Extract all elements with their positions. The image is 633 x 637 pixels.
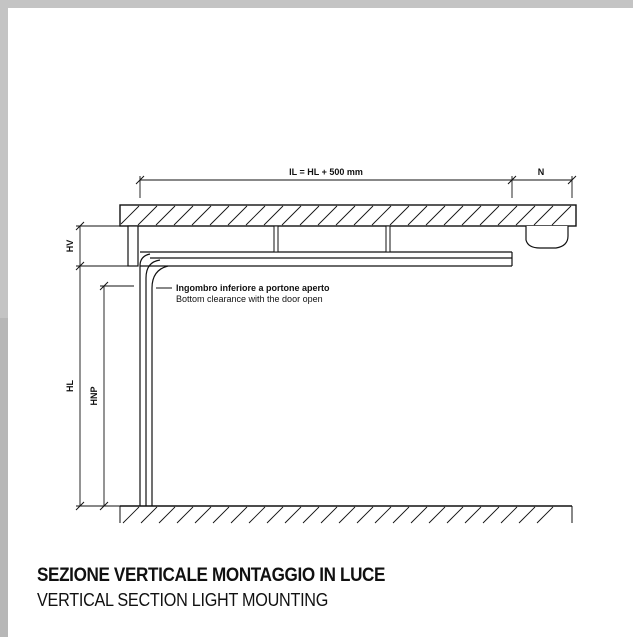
- ceiling-slab: [119, 204, 577, 227]
- hatch-line: [299, 205, 320, 226]
- left-frame-bar-lower: [0, 318, 8, 637]
- hnp-label: HNP: [89, 386, 99, 405]
- lintel: [127, 225, 139, 267]
- hatch-line: [158, 506, 176, 524]
- hatch-line: [500, 506, 518, 524]
- hatch-line: [191, 205, 212, 226]
- hatch-line: [140, 506, 158, 524]
- hatch-line: [227, 205, 248, 226]
- hatch-line: [120, 205, 140, 225]
- hatch-line: [284, 506, 302, 524]
- floor-slab: [119, 505, 573, 524]
- hatch-line: [353, 205, 374, 226]
- top-frame-bar: [0, 0, 633, 8]
- hatch-line: [515, 205, 536, 226]
- hatch-line: [335, 205, 356, 226]
- dimension-hnp: HNP: [89, 281, 134, 511]
- hatch-line: [425, 205, 446, 226]
- hatch-line: [155, 205, 176, 226]
- clearance-note: Ingombro inferiore a portone aperto Bott…: [156, 283, 330, 304]
- n-label: N: [538, 167, 545, 177]
- dimension-n: N: [512, 167, 577, 198]
- hatch-line: [410, 506, 428, 524]
- hatch-line: [266, 506, 284, 524]
- hatch-line: [230, 506, 248, 524]
- hatch-line: [137, 205, 158, 226]
- hatch-line: [443, 205, 464, 226]
- hatch-line: [302, 506, 320, 524]
- hatch-line: [176, 506, 194, 524]
- hatch-line: [122, 506, 140, 524]
- note-subtitle: Bottom clearance with the door open: [176, 294, 323, 304]
- hatch-line: [338, 506, 356, 524]
- hatch-line: [371, 205, 392, 226]
- caption: SEZIONE VERTICALE MONTAGGIO IN LUCE VERT…: [37, 565, 424, 611]
- hatch-line: [281, 205, 302, 226]
- hv-label: HV: [65, 240, 75, 253]
- hatch-line: [482, 506, 500, 524]
- horizontal-track: [140, 251, 513, 267]
- track-hangers: [273, 225, 391, 253]
- hatch-line: [461, 205, 482, 226]
- hatch-line: [320, 506, 338, 524]
- hatch-line: [194, 506, 212, 524]
- hatch-line: [407, 205, 428, 226]
- il-label: IL = HL + 500 mm: [289, 167, 363, 177]
- hatch-line: [374, 506, 392, 524]
- hatch-line: [209, 205, 230, 226]
- hatch-line: [263, 205, 284, 226]
- hatch-line: [551, 205, 572, 226]
- hatch-line: [173, 205, 194, 226]
- hatch-line: [212, 506, 230, 524]
- hatch-line: [245, 205, 266, 226]
- hatch-line: [389, 205, 410, 226]
- hatch-line: [356, 506, 374, 524]
- caption-title: SEZIONE VERTICALE MONTAGGIO IN LUCE: [37, 565, 386, 586]
- hatch-line: [392, 506, 410, 524]
- dimension-hl: HL: [65, 266, 120, 511]
- hatch-line: [317, 205, 338, 226]
- hatch-line: [533, 205, 554, 226]
- hatch-line: [446, 506, 464, 524]
- hatch-line: [248, 506, 266, 524]
- hatch-line: [479, 205, 500, 226]
- hatch-line: [464, 506, 482, 524]
- dimension-hv: HV: [65, 221, 128, 271]
- vertical-track: [139, 253, 169, 506]
- hl-label: HL: [65, 380, 75, 392]
- hatch-line: [428, 506, 446, 524]
- hatch-line: [536, 506, 554, 524]
- hatch-line: [518, 506, 536, 524]
- note-title: Ingombro inferiore a portone aperto: [176, 283, 330, 293]
- dimension-il: IL = HL + 500 mm: [135, 167, 517, 198]
- hatch-line: [497, 205, 518, 226]
- operator-unit: [525, 226, 569, 249]
- caption-subtitle: VERTICAL SECTION LIGHT MOUNTING: [37, 590, 329, 610]
